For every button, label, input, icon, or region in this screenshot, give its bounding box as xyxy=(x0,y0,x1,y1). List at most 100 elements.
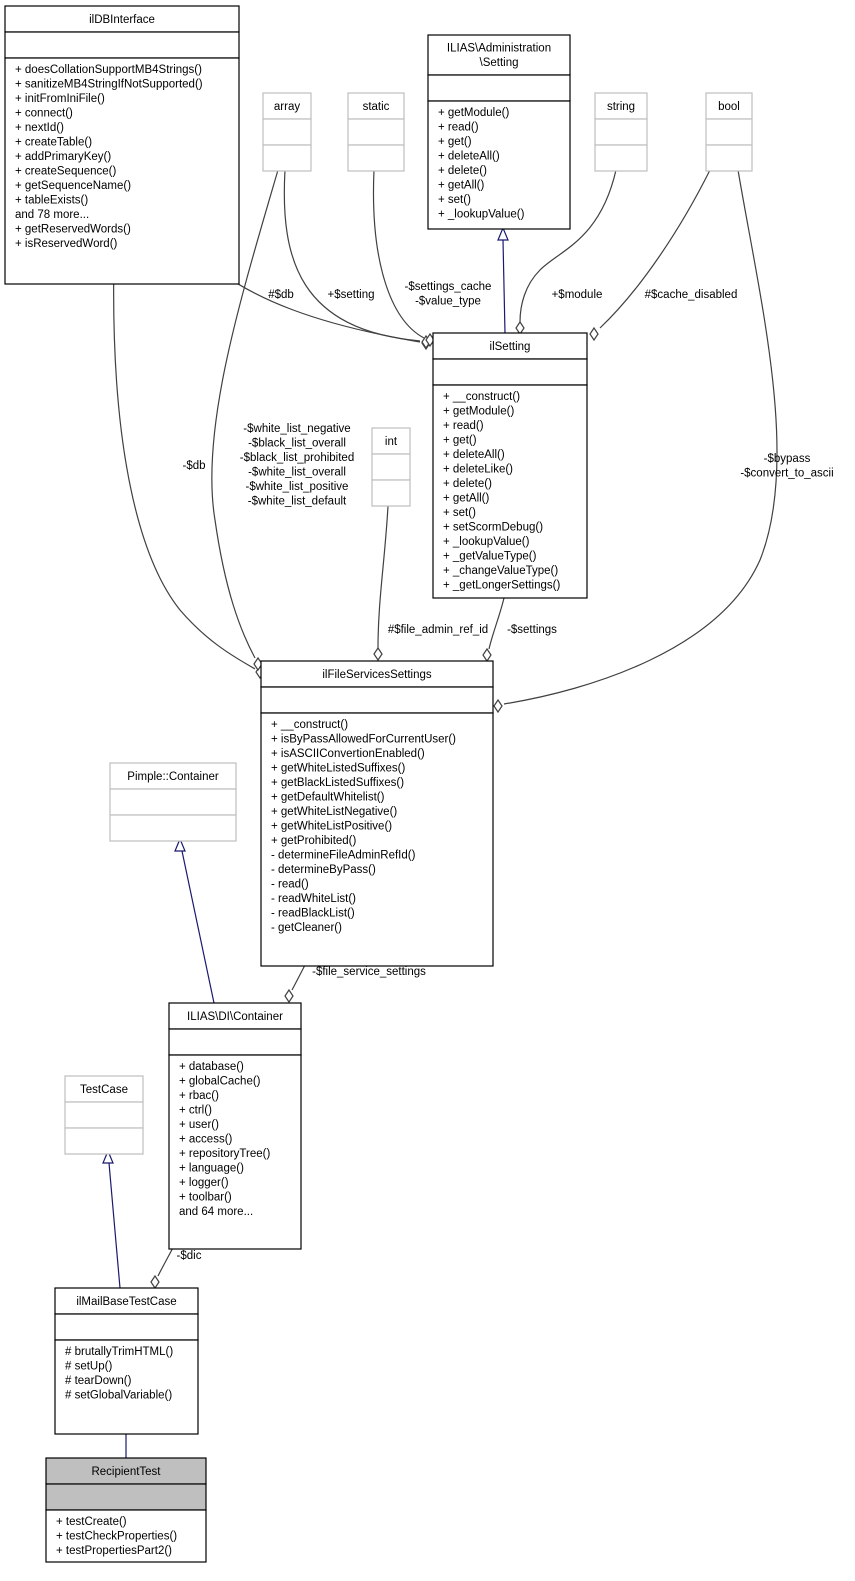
class-method: + user() xyxy=(179,1119,219,1131)
class-name-compartment xyxy=(109,762,237,790)
class-recipienttest[interactable]: RecipientTest+ testCreate()+ testCheckPr… xyxy=(45,1457,207,1563)
class-method: + getAll() xyxy=(438,180,485,192)
class-methods-compartment xyxy=(45,1509,207,1563)
class-name-compartment xyxy=(45,1457,207,1485)
class-method: + isReservedWord() xyxy=(15,238,118,250)
class-methods-compartment xyxy=(262,144,312,172)
class-ilsetting[interactable]: ilSetting+ __construct()+ getModule()+ r… xyxy=(432,332,588,599)
aggregation-diamond xyxy=(150,1274,160,1290)
class-method: - determineByPass() xyxy=(271,864,376,876)
class-pimple-container[interactable]: Pimple::Container xyxy=(109,762,237,842)
class-method: + _changeValueType() xyxy=(443,565,558,577)
class-name: ilDBInterface xyxy=(89,14,155,26)
class-method: + __construct() xyxy=(443,391,520,403)
class-method: + tableExists() xyxy=(15,195,88,207)
edge-label-settings: -$settings xyxy=(507,624,557,636)
class-method: + initFromIniFile() xyxy=(15,93,105,105)
inherit-di-container-pimple xyxy=(181,850,215,1004)
class-method: + globalCache() xyxy=(179,1076,261,1088)
class-string[interactable]: string xyxy=(594,92,648,172)
class-method: # setUp() xyxy=(65,1361,112,1373)
class-administration-setting[interactable]: ILIAS\Administration\Setting+ getModule(… xyxy=(427,34,571,230)
class-method: + language() xyxy=(179,1163,244,1175)
class-method: + get() xyxy=(443,435,477,447)
class-method: + getSequenceName() xyxy=(15,180,131,192)
class-method: + database() xyxy=(179,1061,244,1073)
class-method: + read() xyxy=(438,122,479,134)
class-method: + doesCollationSupportMB4Strings() xyxy=(15,64,202,76)
class-name: bool xyxy=(718,101,740,113)
class-method: + testPropertiesPart2() xyxy=(56,1545,172,1557)
inherit-ilsetting-administration-setting xyxy=(502,239,506,334)
class-ilfileservicessettings[interactable]: ilFileServicesSettings + __construct() + i… xyxy=(260,660,494,967)
edge-label-bypass: -$bypass-$convert_to_ascii xyxy=(740,453,833,480)
class-int[interactable]: int xyxy=(371,427,411,507)
aggregation-diamond xyxy=(482,647,492,663)
class-ilmailbasetestcase[interactable]: ilMailBaseTestCase# brutallyTrimHTML()# … xyxy=(54,1287,199,1435)
assoc-array-ilsetting xyxy=(283,169,421,342)
class-method: + getWhiteListNegative() xyxy=(271,806,397,818)
class-method: + set() xyxy=(443,507,476,519)
inherit-ilmailbasetestcase-testcase xyxy=(108,1162,121,1289)
class-method: and 64 more... xyxy=(179,1206,253,1218)
class-bool[interactable]: bool xyxy=(705,92,753,172)
class-methods-compartment xyxy=(260,712,494,967)
class-name-compartment xyxy=(594,92,648,120)
class-name: ilFileServicesSettings xyxy=(322,669,432,681)
class-name: Pimple::Container xyxy=(127,771,219,783)
class-method: + _getLongerSettings() xyxy=(443,580,560,592)
class-ildbinterface[interactable]: ilDBInterface + doesCollationSupportMB4St… xyxy=(4,5,240,285)
class-method: + read() xyxy=(443,420,484,432)
class-method: and 78 more... xyxy=(15,209,89,221)
class-method: + isByPassAllowedForCurrentUser() xyxy=(271,734,456,746)
class-method: + _lookupValue() xyxy=(438,209,525,221)
class-name-compartment xyxy=(371,427,411,455)
edge-label-db-setting: #$db xyxy=(268,289,294,301)
diagram-edge-labels: #$db+$setting-$settings_cache-$value_typ… xyxy=(177,281,834,1262)
class-static[interactable]: static xyxy=(347,92,405,172)
class-name-compartment xyxy=(262,92,312,120)
aggregation-diamond xyxy=(493,698,503,714)
class-name: ilMailBaseTestCase xyxy=(76,1296,176,1308)
class-method: + _getValueType() xyxy=(443,551,537,563)
diagram-classes: ilDBInterface + doesCollationSupportMB4St… xyxy=(4,5,753,1563)
class-name: ilSetting xyxy=(490,341,531,353)
assoc-ilsetting-ilfileservicessettings xyxy=(488,597,505,650)
aggregation-diamond xyxy=(284,988,294,1004)
class-method: + getReservedWords() xyxy=(15,224,131,236)
class-method: + getBlackListedSuffixes() xyxy=(271,777,404,789)
class-method: - read() xyxy=(271,879,309,891)
class-name-compartment xyxy=(432,332,588,360)
assoc-bool-ilfileservicessettings xyxy=(503,169,778,705)
class-method: + __construct() xyxy=(271,719,348,731)
class-method: - getCleaner() xyxy=(271,922,342,934)
class-testcase[interactable]: TestCase xyxy=(64,1075,144,1155)
class-method: + repositoryTree() xyxy=(179,1148,270,1160)
class-name-compartment xyxy=(168,1002,302,1030)
class-name: string xyxy=(607,101,635,113)
class-name: array xyxy=(274,101,300,113)
edge-label-dic: -$dic xyxy=(177,1250,202,1262)
class-attributes-compartment xyxy=(594,118,648,146)
class-methods-compartment xyxy=(4,57,240,285)
assoc-string-ilsetting xyxy=(519,169,617,323)
class-methods-compartment xyxy=(594,144,648,172)
class-method: + getModule() xyxy=(438,107,509,119)
assoc-db-ilfileservicessettings xyxy=(113,257,256,670)
edge-label-settings-cache: -$settings_cache-$value_type xyxy=(405,281,492,308)
class-method: # tearDown() xyxy=(65,1375,132,1387)
class-array[interactable]: array xyxy=(262,92,312,172)
class-methods-compartment xyxy=(64,1127,144,1155)
class-name: static xyxy=(363,101,390,113)
class-methods-compartment xyxy=(109,814,237,842)
class-method: + addPrimaryKey() xyxy=(15,151,111,163)
inheritance-arrowhead xyxy=(102,1149,114,1164)
class-method: + connect() xyxy=(15,108,73,120)
class-method: - determineFileAdminRefId() xyxy=(271,850,416,862)
class-di-container[interactable]: ILIAS\DI\Container+ database()+ globalCa… xyxy=(168,1002,302,1250)
class-method: + getWhiteListPositive() xyxy=(271,821,392,833)
edge-label-file-admin-ref-id: #$file_admin_ref_id xyxy=(388,624,488,636)
class-attributes-compartment xyxy=(64,1101,144,1129)
class-method: + deleteAll() xyxy=(438,151,500,163)
class-attributes-compartment xyxy=(4,31,240,59)
